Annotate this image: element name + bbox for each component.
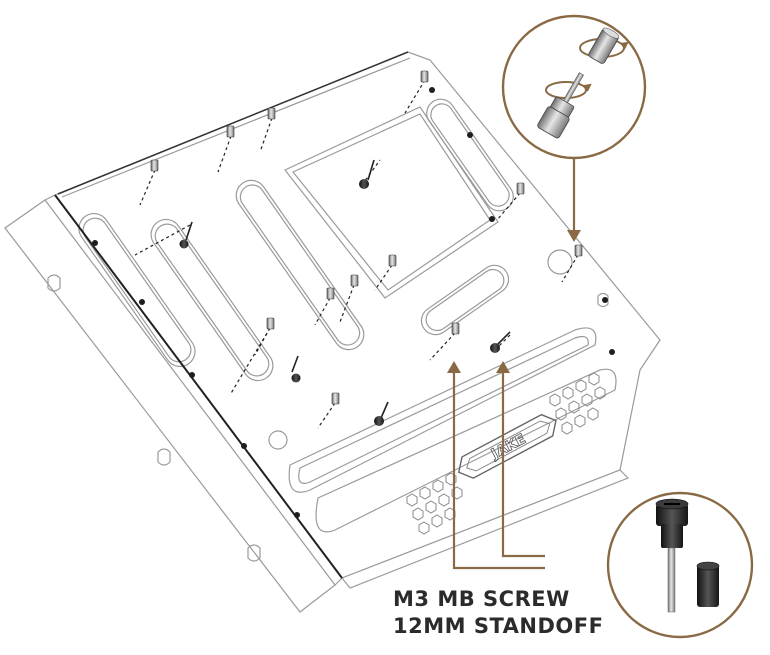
screw-icon <box>537 72 584 139</box>
mb-screw-label: M3 MB SCREW <box>393 587 570 611</box>
standoffs <box>150 70 583 405</box>
standoff-markers <box>134 79 579 429</box>
install-detail-callout <box>501 14 647 160</box>
tray-plate <box>4 51 661 613</box>
rivets <box>92 87 615 518</box>
standoff-icon <box>588 27 620 64</box>
plate-top-edge <box>57 51 409 195</box>
standoff-label: 12MM STANDOFF <box>393 614 604 638</box>
mb-screws <box>179 159 511 426</box>
callout-lines <box>452 158 576 570</box>
honeycomb-vent <box>406 372 606 535</box>
screw-icon <box>655 498 689 613</box>
standoff-icon <box>696 561 720 607</box>
callout-arrowheads <box>447 230 581 373</box>
screw-standoff-detail <box>606 491 754 639</box>
